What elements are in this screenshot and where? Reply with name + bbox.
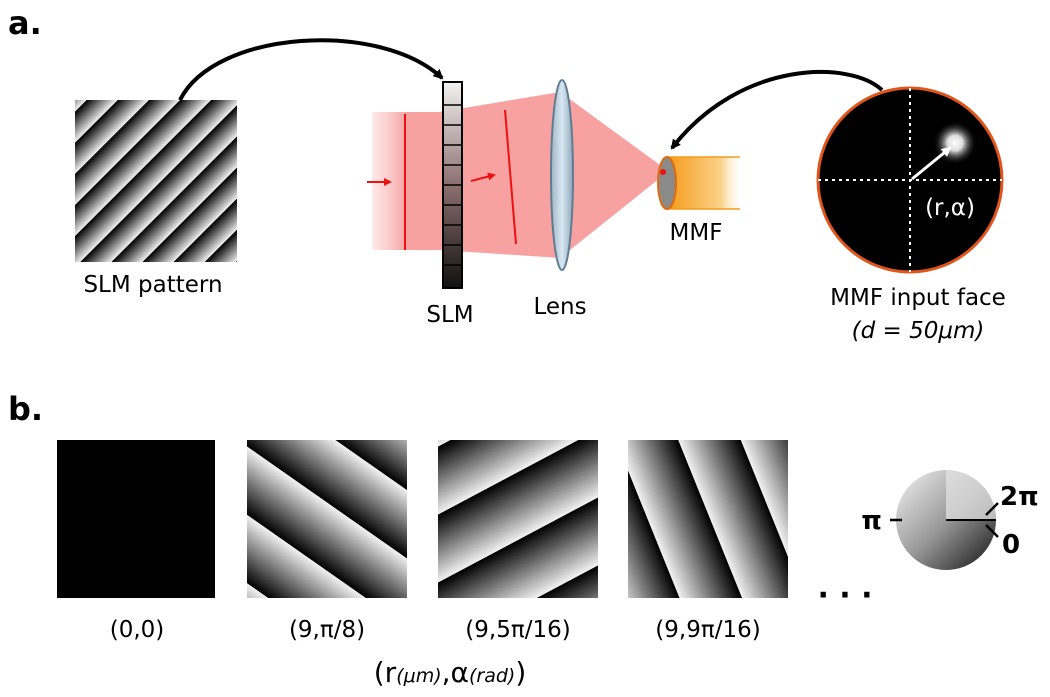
- lens: [550, 79, 574, 271]
- slm-pattern-image: [75, 100, 237, 262]
- phase-color-wheel: [890, 470, 999, 570]
- slm-device: [442, 81, 463, 289]
- pattern-caption-4: (9,9π/16): [655, 617, 760, 643]
- phase-label-2pi: 2π: [1000, 482, 1039, 512]
- pattern-tile-4: [628, 440, 788, 598]
- pattern-caption-3: (9,5π/16): [465, 617, 570, 643]
- pattern-caption-2: (9,π/8): [289, 617, 365, 643]
- pattern-tile-1: [57, 440, 215, 598]
- pattern-caption-1: (0,0): [110, 617, 165, 643]
- pattern-to-slm-arrow: [178, 38, 444, 101]
- wavefront-modulated: [504, 109, 517, 245]
- input-face-caption: MMF input face: [830, 285, 1006, 311]
- panel-b-label: b.: [8, 390, 43, 428]
- slm-pattern-caption: SLM pattern: [83, 272, 222, 298]
- pattern-tile-3: [438, 440, 598, 598]
- slm-caption: SLM: [426, 302, 473, 328]
- panel-a-label: a.: [8, 4, 42, 42]
- mmf-input-face: [816, 86, 1004, 274]
- pattern-tile-2: [247, 440, 407, 598]
- beam-direction-arrow-2: [470, 172, 496, 182]
- lens-caption: Lens: [533, 294, 586, 320]
- phase-label-0: 0: [1002, 530, 1020, 560]
- position-vector-arrow: [911, 146, 952, 181]
- ellipsis: · · ·: [817, 578, 872, 613]
- diameter-caption: (d = 50μm): [852, 318, 985, 344]
- multimode-fiber: [657, 156, 740, 210]
- mmf-caption: MMF: [670, 220, 723, 246]
- coord-label: (r,α): [925, 195, 975, 221]
- parameter-caption: (r(μm),α(rad)): [374, 656, 527, 689]
- face-to-fiber-arrow: [670, 69, 884, 150]
- phase-label-pi: π: [861, 506, 882, 536]
